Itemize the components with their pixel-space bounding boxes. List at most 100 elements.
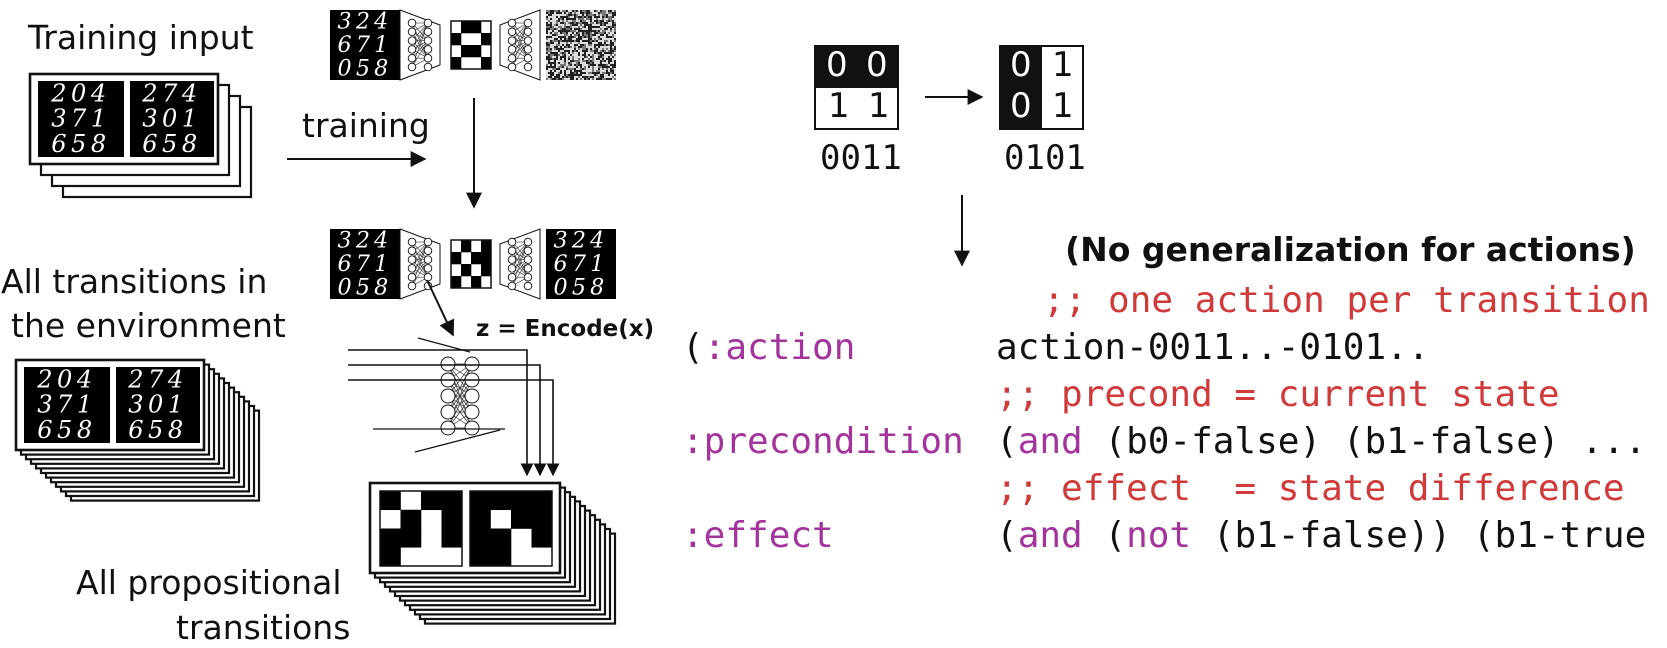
mnist-digit-row: 658	[128, 416, 188, 444]
ae-noisy-output	[546, 10, 616, 80]
encoder-node	[440, 388, 456, 404]
before-bit-3: 1	[868, 86, 890, 126]
latent-bit	[380, 491, 401, 511]
after-state-code: 0101	[1004, 138, 1086, 178]
mnist-digit-row: 324	[338, 228, 393, 254]
encode-arrow	[426, 279, 455, 337]
mnist-digit-row: 371	[37, 391, 97, 419]
network-glyph	[507, 237, 533, 291]
mnist-digit-row: 324	[554, 228, 609, 254]
mnist-digit-row: 671	[338, 251, 393, 277]
mnist-digit-row: 371	[51, 105, 111, 133]
latent-bit	[531, 509, 553, 529]
latent-bit	[531, 528, 553, 548]
precondition-terms: (b0-false) (b1-false) ...	[1082, 421, 1647, 462]
before-state-code: 0011	[820, 138, 902, 178]
keyword-effect: :effect	[682, 515, 834, 556]
latent-bit	[400, 509, 422, 529]
effect-expression: (and (not (b1-false)) (b1-true	[996, 516, 1646, 556]
after-bit-2: 0	[1010, 86, 1032, 126]
latent-bit	[470, 491, 491, 511]
latent-bit	[441, 491, 463, 511]
latent-bit	[481, 252, 492, 265]
latent-bit	[481, 57, 492, 70]
effect-not: not	[1126, 515, 1192, 556]
mnist-digit-row: 658	[51, 130, 111, 158]
latent-bit	[490, 491, 512, 511]
training-label: training	[302, 106, 430, 145]
mnist-digit-row: 058	[338, 55, 393, 81]
latent-bit	[451, 252, 462, 265]
comment-effect: ;; effect = state difference	[996, 468, 1625, 509]
latent-code	[450, 239, 492, 289]
latent-bit	[481, 33, 492, 46]
mnist-digit-row: 274	[127, 365, 188, 393]
encoder-node	[440, 404, 456, 420]
latent-bit	[481, 264, 492, 277]
latent-bit	[471, 45, 482, 58]
latent-bit	[461, 21, 472, 34]
latent-bit	[451, 33, 462, 46]
encode-label: z = Encode(x)	[476, 316, 655, 342]
encoder-node	[464, 420, 480, 436]
precondition-open-paren: (	[996, 421, 1018, 462]
precondition-and: and	[1017, 421, 1083, 462]
encoder-node	[440, 420, 456, 436]
before-bit-1: 0	[866, 45, 888, 85]
network-glyph	[407, 237, 433, 291]
effect-open-paren: (	[996, 515, 1018, 556]
before-bit-2: 1	[828, 86, 850, 126]
latent-bit	[471, 276, 482, 289]
all-transitions-label-line1: All transitions in	[1, 262, 268, 301]
latent-bit	[461, 240, 472, 253]
latent-bit	[511, 491, 532, 511]
mnist-digit-row: 671	[554, 251, 609, 277]
latent-bit	[511, 509, 532, 529]
mnist-digit-row: 301	[142, 105, 202, 133]
latent-bit	[470, 509, 491, 529]
mnist-digit-row: 204	[50, 79, 111, 107]
training-input-label: Training input	[28, 18, 254, 57]
pddl-heading: (No generalization for actions)	[1065, 230, 1636, 269]
encoder-bound-bottom	[414, 429, 501, 453]
latent-bit	[531, 491, 553, 511]
action-line: (:action	[682, 328, 855, 368]
latent-bit	[441, 509, 463, 529]
latent-bit	[451, 57, 462, 70]
latent-bit	[441, 528, 463, 548]
mnist-digit-row: 204	[36, 365, 97, 393]
encoder-node	[464, 388, 480, 404]
all-propositional-label-line1: All propositional	[76, 563, 342, 602]
mnist-digit-row: 658	[142, 130, 202, 158]
latent-bit	[421, 491, 442, 511]
latent-bit	[380, 547, 401, 567]
latent-bit	[380, 528, 401, 548]
encoder-node	[464, 404, 480, 420]
effect-terms: (b1-false)) (b1-true	[1191, 515, 1647, 556]
latent-bit	[461, 45, 472, 58]
encoder-node	[440, 356, 456, 372]
state-image-before	[379, 490, 463, 567]
mnist-digit-row: 671	[338, 32, 393, 58]
keyword-precondition: :precondition	[682, 421, 964, 462]
propositional-transitions-stack	[368, 481, 617, 625]
latent-code	[450, 20, 492, 70]
state-image-after	[469, 490, 553, 567]
latent-bit	[461, 264, 472, 277]
mnist-digit-row: 058	[554, 274, 609, 300]
feature-arrow	[348, 364, 547, 477]
latent-bit	[451, 276, 462, 289]
latent-bit	[400, 528, 422, 548]
mnist-digit-row: 274	[141, 79, 202, 107]
